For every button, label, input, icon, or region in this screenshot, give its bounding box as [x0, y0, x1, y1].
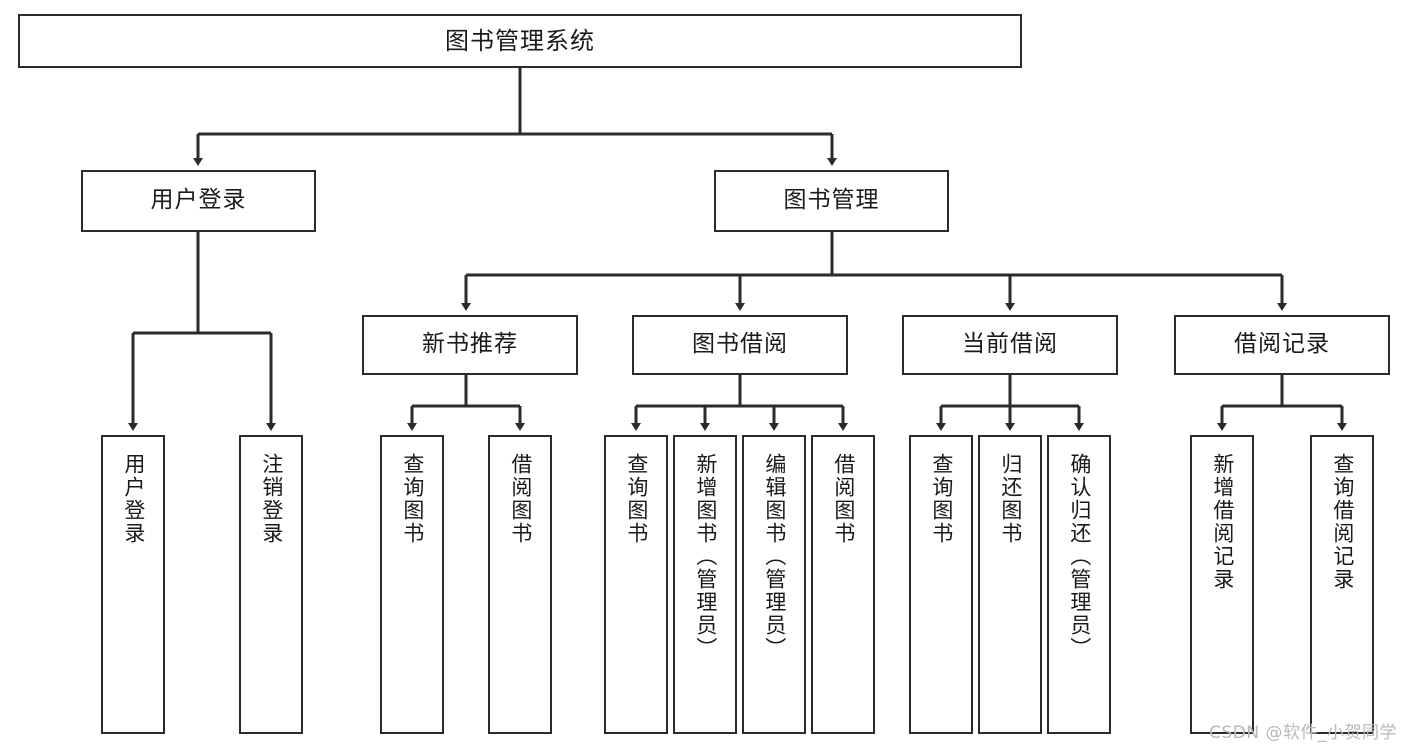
node-leaf-add-book-label: 新增图书（管理员） [693, 453, 718, 660]
node-leaf-borrow-book-2-label: 借阅图书 [831, 453, 856, 545]
node-leaf-logout-login-label: 注销登录 [259, 453, 284, 545]
node-leaf-user-login-label: 用户登录 [121, 453, 146, 545]
node-leaf-query-book-2[interactable]: 查询图书 [604, 435, 668, 734]
node-user-login[interactable]: 用户登录 [81, 170, 316, 232]
node-user-login-label: 用户登录 [150, 187, 247, 214]
node-current-borrow-label: 当前借阅 [962, 331, 1058, 358]
node-leaf-query-book-2-label: 查询图书 [624, 453, 649, 545]
node-leaf-confirm-return-label: 确认归还（管理员） [1067, 453, 1092, 660]
node-leaf-add-record-label: 新增借阅记录 [1210, 453, 1235, 591]
node-book-manage[interactable]: 图书管理 [714, 170, 949, 232]
node-leaf-borrow-book-1[interactable]: 借阅图书 [488, 435, 552, 734]
node-new-book-recommend[interactable]: 新书推荐 [362, 315, 578, 375]
node-leaf-query-record-label: 查询借阅记录 [1330, 453, 1355, 591]
node-leaf-logout-login[interactable]: 注销登录 [239, 435, 303, 734]
node-new-book-recommend-label: 新书推荐 [422, 331, 518, 358]
node-leaf-add-book[interactable]: 新增图书（管理员） [673, 435, 737, 734]
node-leaf-borrow-book-1-label: 借阅图书 [508, 453, 533, 545]
node-leaf-query-book-1[interactable]: 查询图书 [380, 435, 444, 734]
node-book-manage-label: 图书管理 [783, 187, 880, 214]
node-leaf-add-record[interactable]: 新增借阅记录 [1190, 435, 1254, 734]
node-leaf-query-record[interactable]: 查询借阅记录 [1310, 435, 1374, 734]
node-root[interactable]: 图书管理系统 [18, 14, 1022, 68]
node-leaf-query-book-1-label: 查询图书 [400, 453, 425, 545]
node-borrow-record-label: 借阅记录 [1234, 331, 1330, 358]
node-leaf-user-login[interactable]: 用户登录 [101, 435, 165, 734]
node-borrow-record[interactable]: 借阅记录 [1174, 315, 1390, 375]
node-leaf-edit-book-label: 编辑图书（管理员） [762, 453, 787, 660]
csdn-watermark: CSDN @软件_小贺同学 [1209, 723, 1397, 743]
node-book-borrow[interactable]: 图书借阅 [632, 315, 848, 375]
node-root-label: 图书管理系统 [445, 26, 595, 55]
node-leaf-query-book-3-label: 查询图书 [929, 453, 954, 545]
node-leaf-return-book[interactable]: 归还图书 [978, 435, 1042, 734]
node-current-borrow[interactable]: 当前借阅 [902, 315, 1118, 375]
node-leaf-edit-book[interactable]: 编辑图书（管理员） [742, 435, 806, 734]
node-leaf-query-book-3[interactable]: 查询图书 [909, 435, 973, 734]
node-book-borrow-label: 图书借阅 [692, 331, 788, 358]
node-leaf-confirm-return[interactable]: 确认归还（管理员） [1047, 435, 1111, 734]
node-leaf-return-book-label: 归还图书 [998, 453, 1023, 545]
node-leaf-borrow-book-2[interactable]: 借阅图书 [811, 435, 875, 734]
